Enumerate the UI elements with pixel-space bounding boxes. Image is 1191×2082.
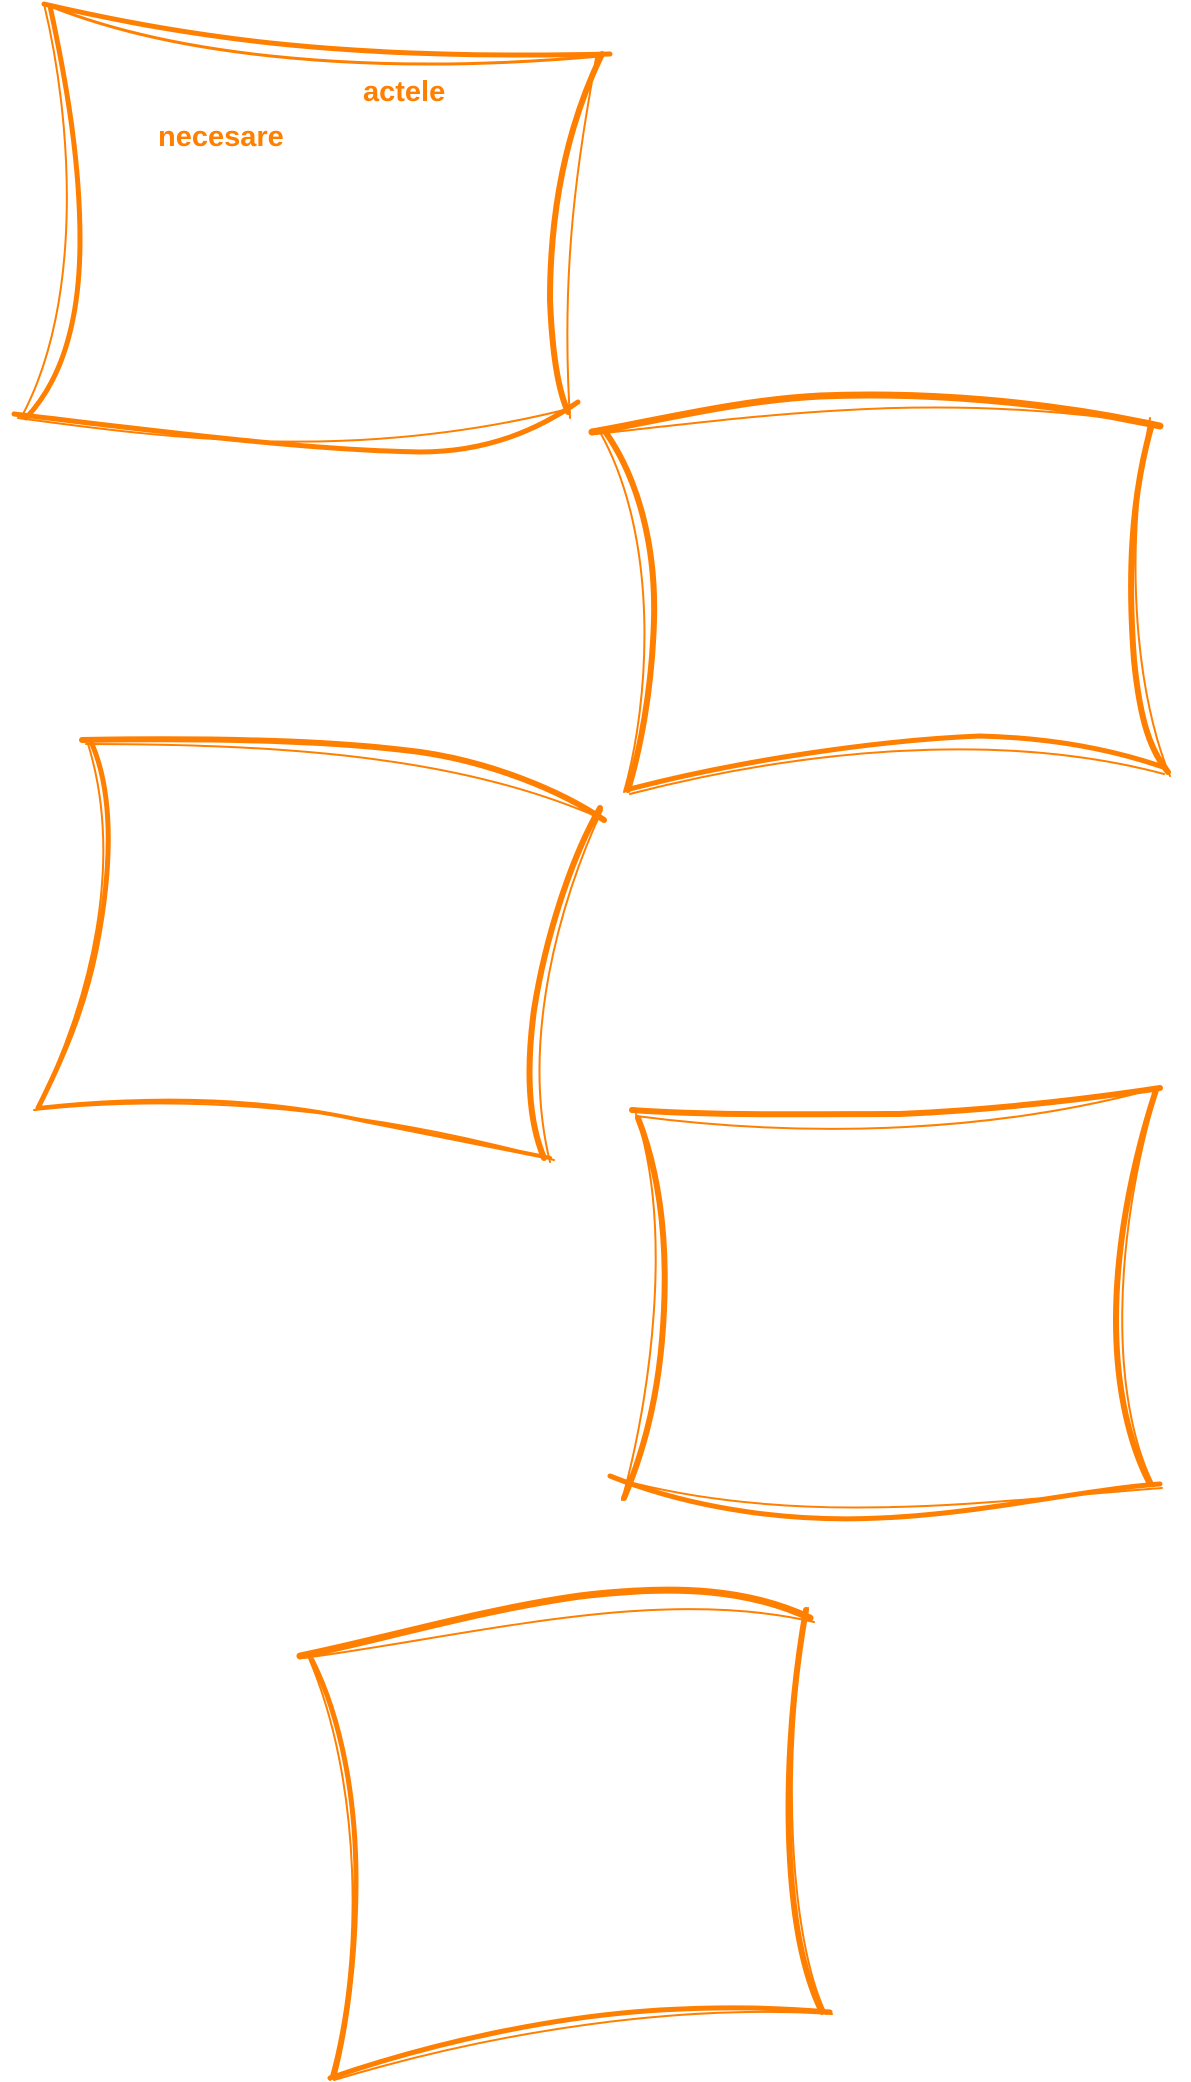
frame-2-right-edge [1128, 421, 1171, 775]
frame-2-left-edge [601, 427, 658, 793]
frame-4-bottom-edge [607, 1473, 1163, 1522]
frame-3-left-edge-2 [35, 743, 105, 1111]
frame-5-right-edge-2 [790, 1607, 827, 2015]
frame-3-bottom-edge [36, 1098, 552, 1160]
frame-5-right-edge [785, 1607, 825, 2015]
frame-4-left-edge [621, 1115, 668, 1501]
frame-3-right-edge-2 [538, 809, 603, 1163]
frame-1-right-edge [547, 51, 605, 415]
frame-5-top-edge-2 [303, 1608, 815, 1659]
frame-1-top-edge-thick [48, 4, 602, 66]
frame-4-bottom-edge-2 [613, 1477, 1163, 1509]
frame-2-bottom-edge [623, 733, 1169, 793]
frame-1-bottom-edge-2 [17, 407, 573, 443]
frame-5-bottom-edge [327, 2005, 833, 2081]
sketch-frame-1 [11, 1, 613, 455]
sketch-frame-5 [296, 1586, 833, 2081]
frame-1-left-edge-2 [21, 3, 68, 417]
frame-3-left-edge [35, 741, 111, 1111]
frame-5-left-edge-2 [307, 1655, 354, 2081]
frame-3-top-edge [79, 736, 607, 823]
frame-3-bottom-edge-2 [33, 1102, 555, 1161]
sketch-frame-4 [607, 1085, 1163, 1522]
frame-2-bottom-edge-2 [629, 748, 1165, 795]
frame-1-label-line-2: necesare [158, 121, 284, 153]
sketch-frame-3 [33, 736, 607, 1163]
frame-3-top-edge-2 [85, 743, 601, 819]
frame-2-right-edge-2 [1134, 417, 1171, 777]
frame-2-left-edge-2 [599, 431, 646, 793]
frame-5-top-edge [296, 1586, 814, 1660]
frame-2-top-edge [588, 391, 1164, 436]
frame-4-right-edge-2 [1121, 1087, 1159, 1487]
frame-1-top-edge [41, 1, 613, 58]
frame-2-top-edge-2 [595, 406, 1151, 435]
frame-4-left-edge-2 [621, 1113, 657, 1501]
frame-4-right-edge [1113, 1087, 1159, 1487]
frame-1-bottom-edge [11, 399, 581, 455]
frame-5-left-edge [309, 1657, 359, 2079]
frame-4-top-edge [629, 1085, 1163, 1118]
frame-1-label-line-1: actele [363, 76, 445, 108]
frame-1-right-edge-2 [566, 57, 597, 419]
frame-1-left-edge [23, 3, 83, 421]
frame-3-right-edge [526, 805, 603, 1161]
sketch-frame-2 [588, 391, 1171, 795]
frame-4-top-edge-2 [635, 1089, 1151, 1130]
frame-5-bottom-edge-2 [333, 2010, 833, 2081]
